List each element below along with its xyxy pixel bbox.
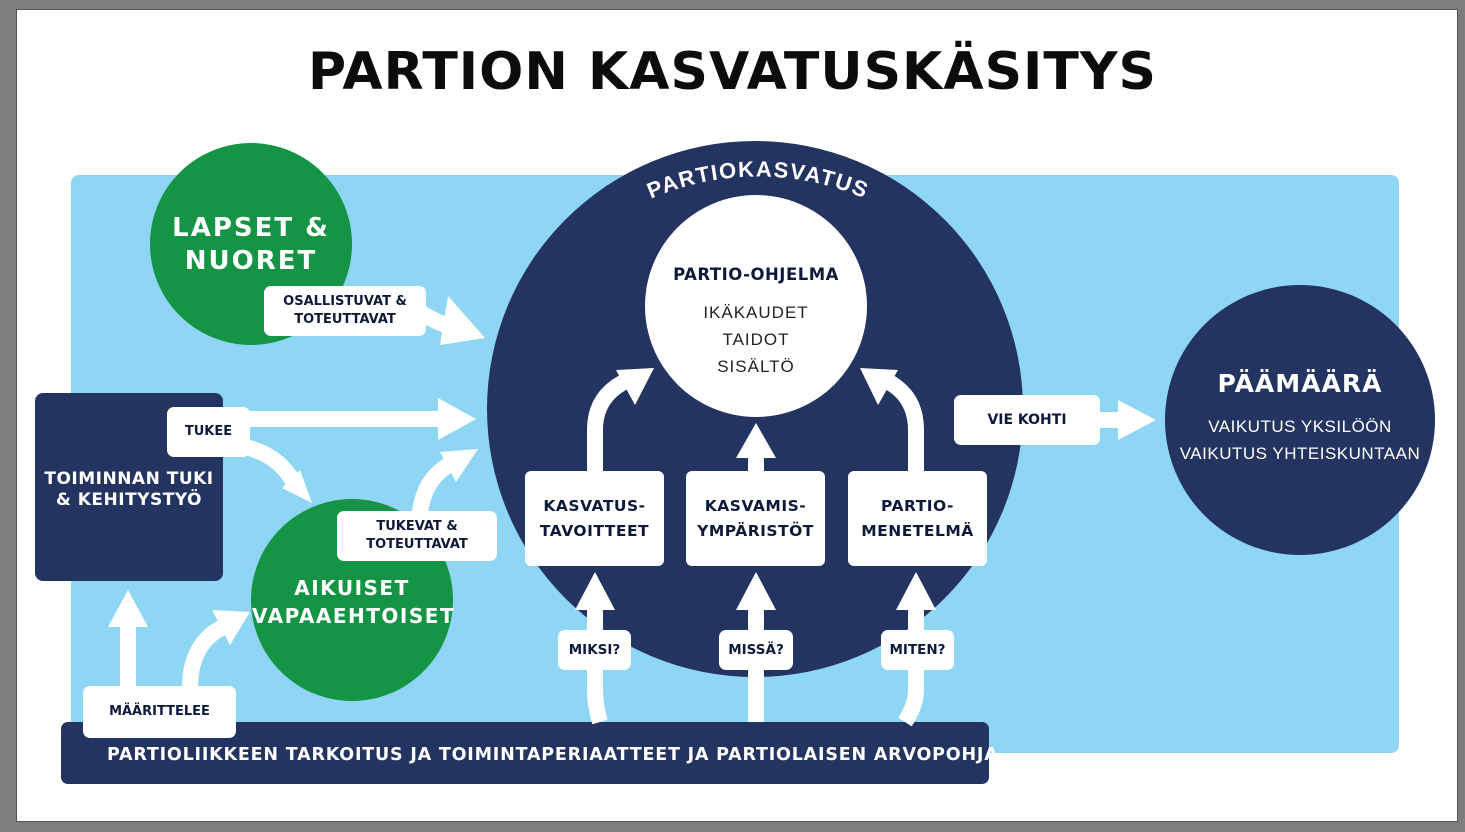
missa-arrowhead [736, 572, 776, 610]
lapset-nuoret-label: LAPSET & NUORET [151, 212, 351, 277]
program-items: IKÄKAUDET TAIDOT SISÄLTÖ [646, 299, 866, 380]
program-item: IKÄKAUDET [703, 303, 809, 322]
vie-kohti-arrowhead [1118, 400, 1156, 440]
right-program-arrowhead [860, 368, 898, 405]
miksi-arrow [587, 605, 608, 725]
tukevat-arrowhead [440, 449, 478, 482]
maarittelee-pill: MÄÄRITTELEE [83, 686, 236, 738]
foundation-bar [61, 722, 989, 784]
goal-lines: VAIKUTUS YKSILÖÖN VAIKUTUS YHTEISKUNTAAN [1165, 413, 1435, 467]
maarittelee-curve-arrow [182, 617, 232, 689]
goal-line1: VAIKUTUS YKSILÖÖN [1208, 417, 1392, 436]
aikuiset-line2: VAPAAEHTOISET [252, 604, 456, 628]
left-program-arrowhead [616, 368, 654, 405]
tukevat-line2: TOTEUTTAVAT [366, 537, 468, 552]
tukevat-line1: TUKEVAT & [376, 519, 458, 535]
maarittelee-up-arrowhead [108, 590, 148, 627]
osallistuvat-pill: OSALLISTUVAT & TOTEUTTAVAT [264, 286, 426, 336]
miten-arrow [898, 605, 924, 727]
aikuiset-line1: AIKUISET [294, 576, 410, 600]
lapset-line1: LAPSET & [172, 213, 330, 243]
pillar-line: MENETELMÄ [861, 521, 974, 540]
question-miksi: MIKSI? [558, 630, 631, 670]
page-title: PARTION KASVATUSKÄSITYS [308, 42, 1157, 102]
arrow-heads [108, 296, 1156, 645]
left-program-arrow [587, 372, 632, 473]
tukee-down-arrowhead [282, 470, 312, 503]
pillar-line: KASVAMIS- [704, 497, 807, 516]
pillar-partiomenetelma: PARTIO- MENETELMÄ [848, 471, 987, 566]
middle-program-arrowhead [736, 423, 776, 458]
osallistuvat-line2: TOTEUTTAVAT [294, 312, 396, 327]
miksi-arrowhead [575, 572, 615, 610]
aikuiset-label: AIKUISET VAPAAEHTOISET [252, 574, 456, 630]
question-miten: MITEN? [881, 630, 954, 670]
osallistuvat-line1: OSALLISTUVAT & [283, 294, 407, 310]
question-missa: MISSÄ? [719, 630, 793, 670]
program-item: SISÄLTÖ [717, 357, 795, 376]
pillar-kasvatustavoitteet: KASVATUS- TAVOITTEET [525, 471, 664, 566]
lapset-line2: NUORET [184, 245, 318, 276]
foundation-text: PARTIOLIIKKEEN TARKOITUS JA TOIMINTAPERI… [107, 745, 999, 765]
pillar-line: KASVATUS- [543, 497, 646, 516]
pillar-line: PARTIO- [881, 497, 954, 516]
goal-line2: VAIKUTUS YHTEISKUNTAAN [1179, 444, 1421, 463]
tukee-arrowhead [438, 398, 476, 440]
program-item: TAIDOT [722, 330, 790, 349]
tukee-pill: TUKEE [167, 407, 250, 457]
goal-heading: PÄÄMÄÄRÄ [1217, 369, 1383, 398]
tuki-line2: & KEHITYSTYÖ [56, 490, 202, 511]
pillar-line: TAVOITTEET [539, 521, 650, 540]
toiminnan-tuki-label: TOIMINNAN TUKI & KEHITYSTYÖ [35, 469, 223, 512]
right-program-arrow [881, 372, 924, 473]
maarittelee-curve-arrowhead [212, 610, 250, 645]
vie-kohti-pill: VIE KOHTI [954, 395, 1100, 445]
osallistuvat-arrowhead [440, 296, 485, 345]
tuki-line1: TOIMINNAN TUKI [44, 469, 214, 489]
pillar-kasvamisymparistot: KASVAMIS- YMPÄRISTÖT [686, 471, 825, 566]
tukevat-pill: TUKEVAT & TOTEUTTAVAT [337, 511, 497, 561]
paamaara-circle [1165, 285, 1435, 555]
program-heading: PARTIO-OHJELMA [673, 265, 839, 284]
miten-arrowhead [896, 572, 936, 610]
pillar-line: YMPÄRISTÖT [697, 521, 814, 540]
partio-ohjelma-circle [645, 195, 867, 417]
